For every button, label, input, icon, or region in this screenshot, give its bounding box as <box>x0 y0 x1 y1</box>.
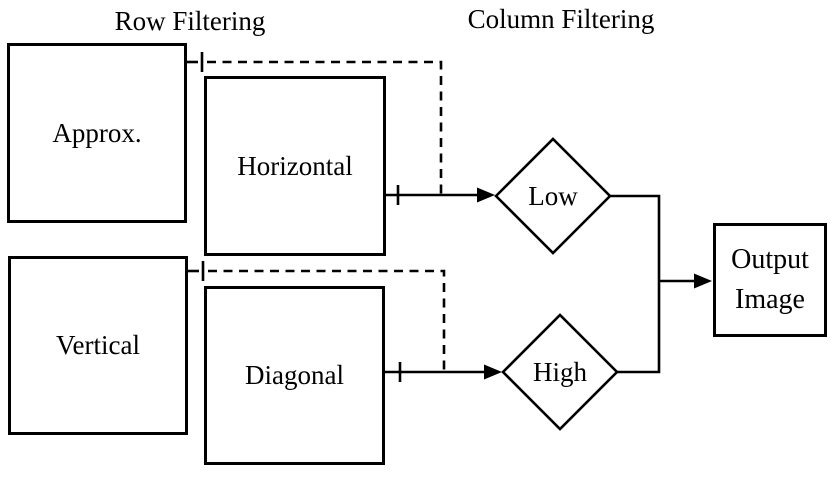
column-filtering-title: Column Filtering <box>467 4 655 34</box>
high-node-label: High <box>533 356 587 387</box>
arrowhead-into-low <box>477 187 495 203</box>
output-image-label-line1: Output <box>731 244 809 275</box>
arrowhead-into-output <box>694 273 712 289</box>
edge-low-to-merge <box>610 194 661 374</box>
row-filtering-title: Row Filtering <box>114 6 266 36</box>
vertical-node: Vertical <box>8 256 188 435</box>
output-image-label-line2: Image <box>735 284 805 315</box>
diagonal-node-label: Diagonal <box>245 360 344 391</box>
approx-node-label: Approx. <box>52 117 142 148</box>
low-diamond <box>494 137 612 255</box>
edge-vertical-dashed <box>208 269 446 371</box>
horizontal-node: Horizontal <box>204 76 386 256</box>
arrowhead-into-high <box>484 364 502 380</box>
diagonal-node: Diagonal <box>204 286 385 465</box>
output-image-node: Output Image <box>713 223 827 337</box>
horizontal-node-label: Horizontal <box>237 150 353 181</box>
high-diamond <box>501 313 619 431</box>
low-node-label: Low <box>528 180 578 211</box>
edge-approx-dashed <box>207 60 443 194</box>
approx-node: Approx. <box>7 43 187 223</box>
vertical-node-label: Vertical <box>56 330 140 361</box>
